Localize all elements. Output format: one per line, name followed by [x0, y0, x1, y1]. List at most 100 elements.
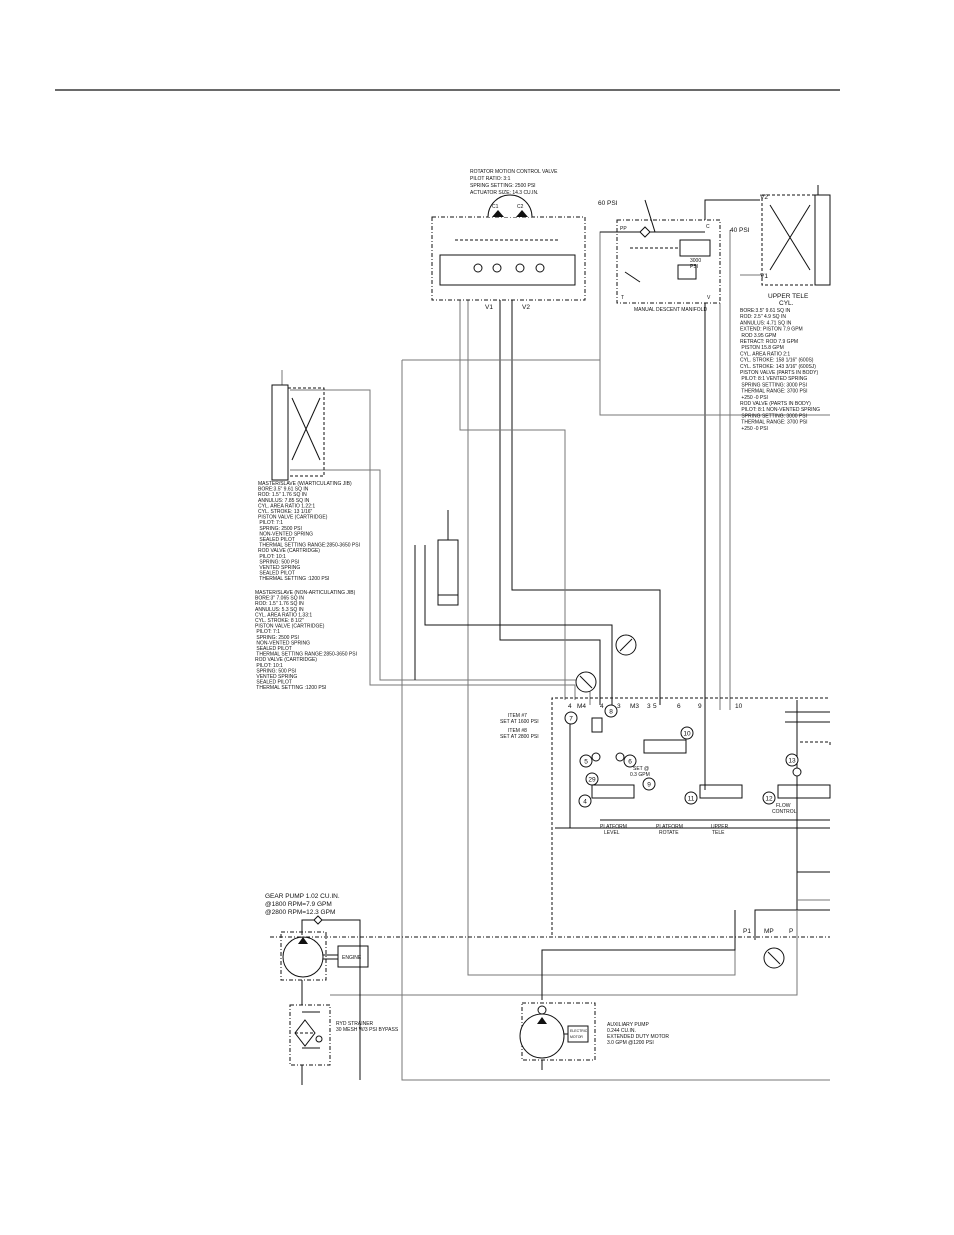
spec-line: PISTON 15.8 GPM [740, 345, 784, 351]
spec-line: PILOT: 8:1 NON-VENTED SPRING [740, 407, 820, 413]
callout-circle [642, 777, 656, 791]
spec-line: SEALED PILOT [255, 680, 292, 686]
cylinder-title: UPPER TELE [768, 293, 809, 300]
spec-line: CYL. AREA RATIO 1.22:1 [258, 503, 315, 509]
callout-number: 4 [583, 799, 587, 806]
callout-number: 9 [647, 782, 651, 789]
spec-line: BORE:3.5" 9.61 SQ IN [740, 308, 791, 314]
spec-line: SPRING SETTING: 3000 PSI [740, 413, 807, 419]
spec-line: ROD 3.95 GPM [740, 333, 776, 339]
pressure-gauges [575, 634, 785, 969]
callout-number: 11 [688, 796, 695, 803]
spec-line: THERMAL RANGE: 3700 PSI [740, 389, 808, 395]
callout-number: 7 [569, 716, 573, 723]
callout-circle [785, 753, 799, 767]
port-label: 4 [568, 703, 572, 710]
spec-line: BORE:3.5" 9.61 SQ IN [258, 487, 309, 493]
spec-line: SPRING: 500 PSI [255, 668, 296, 674]
spec-line: NON-VENTED SPRING [258, 531, 313, 537]
spec-line: PILOT: 10:1 [258, 554, 286, 560]
flow-setting-note: SET @0.3 GPM [630, 766, 650, 778]
port-v1: V1 [485, 304, 493, 311]
gear-pump-spec: GEAR PUMP 1.02 CU.IN. @1800 RPM=7.9 GPM … [265, 893, 341, 916]
port-label: 9 [698, 703, 702, 710]
callout-number: 10 [683, 731, 691, 738]
spec-line: MASTER/SLAVE (NON-ARTICULATING JIB) [255, 590, 356, 596]
port-p: P [789, 928, 793, 935]
pressure-unit-label: PSI [690, 264, 698, 270]
spec-line: PILOT RATIO: 3:1 [470, 176, 511, 182]
spec-line: PILOT: 8:1 VENTED SPRING [740, 376, 807, 382]
spec-line: THERMAL SETTING RANGE:2850-3650 PSI [258, 543, 360, 549]
spec-line: SPRING: 500 PSI [258, 559, 299, 565]
spec-line: ROTATOR MOTION CONTROL VALVE [470, 169, 558, 175]
port-v: V [707, 295, 711, 301]
spec-line: +250 -0 PSI [740, 395, 768, 401]
callout-number: 13 [788, 758, 796, 765]
spec-line: ANNULUS: 7.85 SQ IN [258, 498, 310, 504]
spec-line: CYL. STROKE: 143 3/16" (600SJ) [740, 364, 816, 370]
spec-line: SEALED PILOT [258, 571, 295, 577]
spec-line: CYL. STROKE: 158 1/16" (600S) [740, 358, 814, 364]
port-label: M3 [630, 703, 639, 710]
callout-circle [564, 711, 578, 725]
spec-line: ANNULUS: 4.71 SQ IN [740, 320, 792, 326]
port-t: T [621, 295, 624, 301]
spec-line: ROD VALVE (PARTS IN BODY) [740, 401, 811, 407]
port-v1: V1 [760, 273, 768, 280]
spec-line: THERMAL RANGE: 3700 PSI [740, 420, 808, 426]
spec-line: ROD VALVE (CARTRIDGE) [255, 657, 317, 663]
spec-line: ROD: 1.5" 1.76 SQ IN [255, 601, 304, 607]
callout-number: 29 [588, 777, 596, 784]
spec-line: THERMAL SETTING RANGE:2850-3650 PSI [255, 652, 357, 658]
spec-line: THERMAL SETTING :1200 PSI [255, 685, 326, 691]
pressure-40psi-label: 40 PSI [730, 227, 750, 234]
auxiliary-pump [519, 1002, 596, 1061]
jib-cylinder [437, 539, 459, 606]
spec-line: VENTED SPRING [255, 674, 297, 680]
spec-line: CYL. AREA RATIO 1.33:1 [255, 612, 312, 618]
spec-line: CYL. STROKE: 8 1/2" [255, 618, 304, 624]
spec-line: ROD VALVE (CARTRIDGE) [258, 548, 320, 554]
spec-line: ACTUATOR SIZE: 14.3 CU.IN. [470, 190, 538, 196]
port-c2: C2 [517, 204, 524, 210]
spec-line: ANNULUS: 5.3 SQ IN [255, 607, 304, 613]
spec-line: PILOT: 7:1 [255, 629, 280, 635]
spec-line: EXTEND: PISTON 7.9 GPM [740, 327, 803, 333]
callout-number: 12 [765, 796, 773, 803]
manifold-title: MANUAL DESCENT MANIFOLD [634, 307, 707, 313]
callout-circle [623, 754, 637, 768]
spec-line: ROD: 1.5" 1.76 SQ IN [258, 492, 307, 498]
master-slave-articulating-spec: MASTER/SLAVE (W/ARTICULATING JIB)BORE:3.… [258, 481, 360, 582]
callout-number: 8 [609, 709, 613, 716]
aux-pump-spec: AUXILIARY PUMP 0.244 CU.IN. EXTENDED DUT… [607, 1022, 670, 1046]
port-label: 10 [735, 703, 743, 710]
port-pp: PP [620, 226, 627, 232]
pressure-3000-label: 3000 [690, 258, 701, 264]
spec-line: SPRING SETTING: 3000 PSI [740, 382, 807, 388]
port-c: C [706, 224, 710, 230]
spec-line: SEALED PILOT [255, 646, 292, 652]
rotator-valve-spec: ROTATOR MOTION CONTROL VALVE PILOT RATIO… [470, 169, 559, 196]
callout-circle [680, 726, 694, 740]
spec-line: THERMAL SETTING :1200 PSI [258, 576, 329, 582]
engine-label: ENGINE [342, 955, 362, 961]
pressure-60psi-label: 60 PSI [598, 200, 618, 207]
callout-circle [604, 704, 618, 718]
rotator-motion-control-valve [431, 194, 586, 301]
callout-circle [684, 791, 698, 805]
spec-line: NON-VENTED SPRING [255, 640, 310, 646]
port-label: 3 [647, 703, 651, 710]
